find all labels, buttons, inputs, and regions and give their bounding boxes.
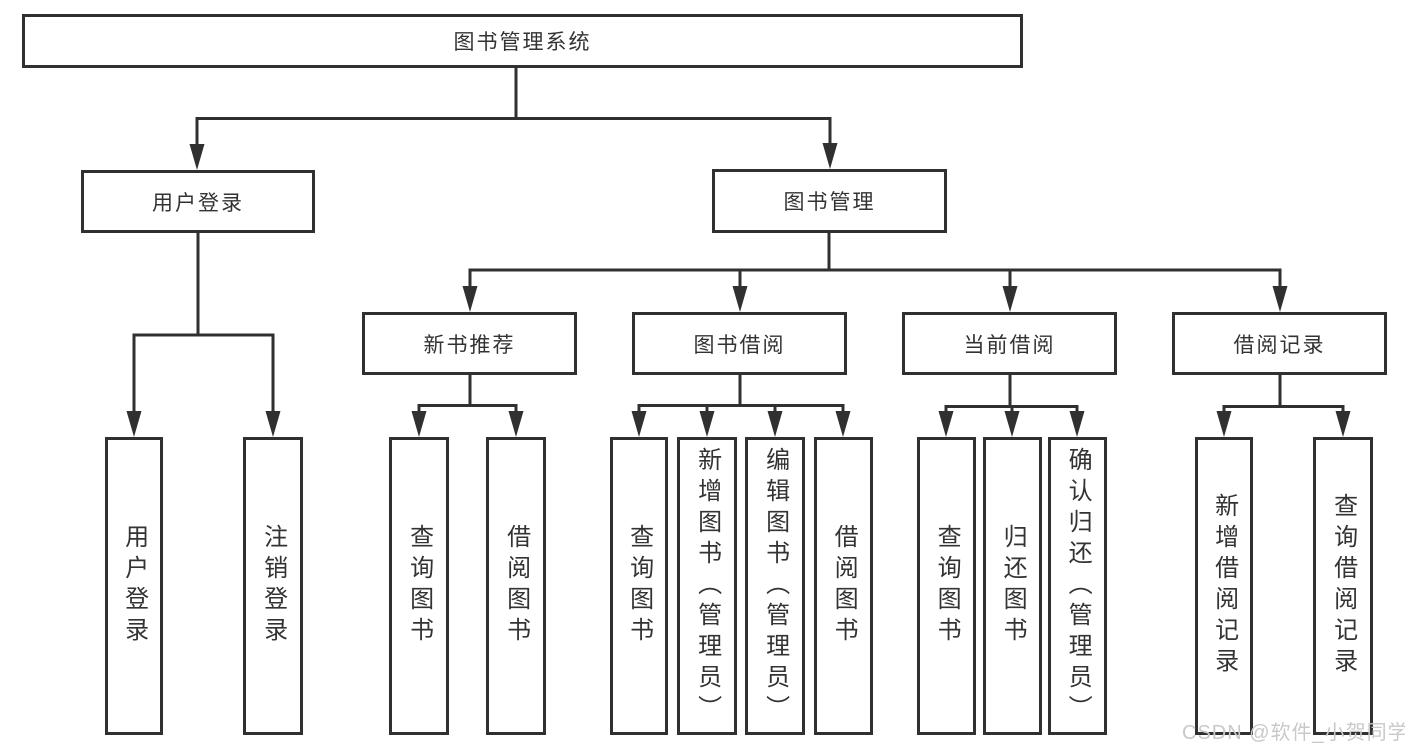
leaf-return-book-label: 归还图书 [999,524,1027,648]
leaf-logout: 注销登录 [243,437,303,735]
leaf-query-books-recommend: 查询图书 [389,437,449,735]
leaf-edit-book-admin: 编辑图书（管理员） [745,437,805,735]
leaf-query-books-recommend-label: 查询图书 [405,524,433,648]
watermark: CSDN @软件_小贺同学 [1182,722,1405,744]
leaf-add-book-admin: 新增图书（管理员） [677,437,737,735]
node-borrow-record: 借阅记录 [1172,312,1387,375]
leaf-query-books-borrow-label: 查询图书 [625,524,653,648]
node-book-borrow: 图书借阅 [632,312,847,375]
leaf-query-borrow-record: 查询借阅记录 [1313,437,1373,735]
node-book-management: 图书管理 [712,169,947,233]
leaf-user-login-label: 用户登录 [120,524,148,648]
leaf-query-borrow-record-label: 查询借阅记录 [1329,493,1357,679]
leaf-query-books-current-label: 查询图书 [933,524,961,648]
node-current-borrow: 当前借阅 [902,312,1117,375]
leaf-borrow-books-recommend-label: 借阅图书 [502,524,530,648]
leaf-confirm-return-admin: 确认归还（管理员） [1048,437,1107,735]
leaf-query-books-current: 查询图书 [917,437,976,735]
leaf-edit-book-admin-label: 编辑图书（管理员） [761,446,789,726]
arrowheads [126,143,1351,437]
leaf-add-borrow-record: 新增借阅记录 [1195,437,1253,735]
leaf-confirm-return-admin-label: 确认归还（管理员） [1064,446,1092,726]
leaf-logout-label: 注销登录 [259,524,287,648]
node-user-login: 用户登录 [81,170,315,233]
leaf-query-books-borrow: 查询图书 [610,437,668,735]
leaf-borrow-books-label: 借阅图书 [830,524,858,648]
leaf-return-book: 归还图书 [983,437,1042,735]
leaf-borrow-books-recommend: 借阅图书 [486,437,546,735]
leaf-user-login: 用户登录 [105,437,163,735]
leaf-add-borrow-record-label: 新增借阅记录 [1210,493,1238,679]
node-root: 图书管理系统 [22,14,1023,68]
leaf-borrow-books: 借阅图书 [814,437,873,735]
node-new-book-recommend: 新书推荐 [362,312,577,375]
leaf-add-book-admin-label: 新增图书（管理员） [693,446,721,726]
